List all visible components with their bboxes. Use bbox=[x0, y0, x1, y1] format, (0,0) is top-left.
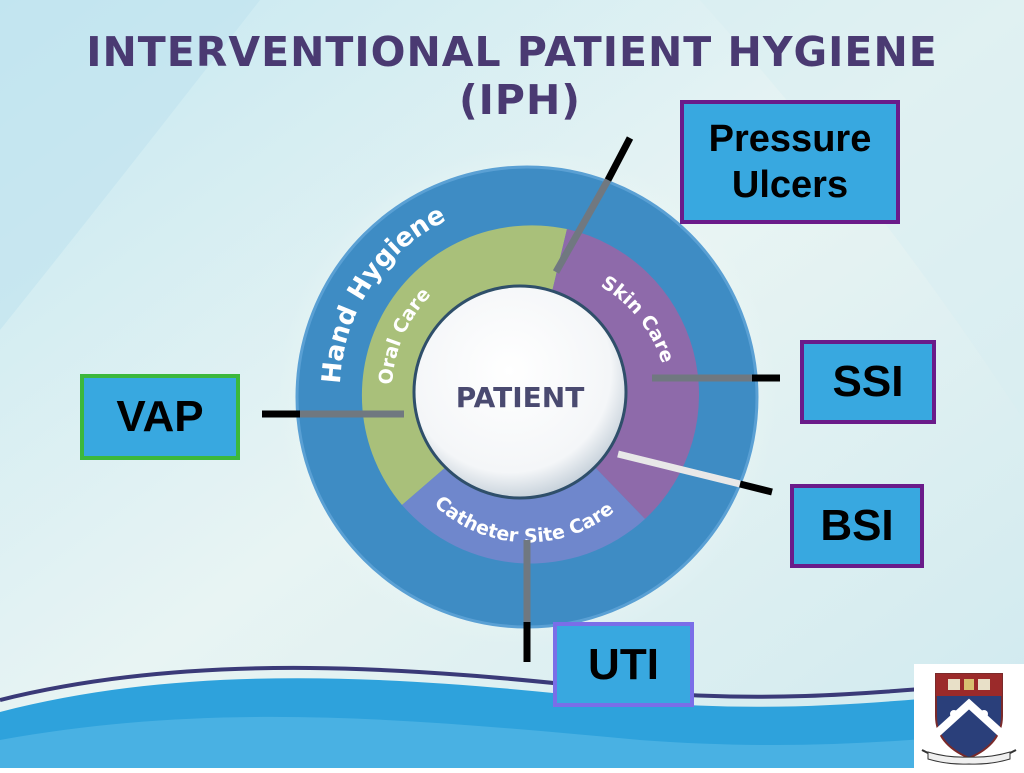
university-seal-logo bbox=[914, 664, 1024, 768]
patient-label: PATIENT bbox=[456, 381, 585, 414]
slide-title: INTERVENTIONAL PATIENT HYGIENE bbox=[86, 28, 938, 76]
pressure-ulcers-line2: Ulcers bbox=[731, 164, 849, 206]
ssi-label: SSI bbox=[832, 357, 904, 406]
bsi-label: BSI bbox=[820, 501, 894, 550]
pressure-ulcers-line1: Pressure bbox=[708, 118, 872, 160]
uti-label: UTI bbox=[588, 639, 659, 689]
connector-pressure bbox=[552, 136, 634, 274]
slide-subtitle: (IPH) bbox=[458, 76, 582, 124]
vap-box: VAP bbox=[80, 374, 240, 460]
uti-box: UTI bbox=[553, 622, 694, 707]
connector-bsi bbox=[617, 450, 773, 496]
vap-label: VAP bbox=[116, 392, 204, 441]
ssi-box: SSI bbox=[800, 340, 936, 424]
center-circle bbox=[412, 284, 628, 500]
bsi-box: BSI bbox=[790, 484, 924, 568]
pressure-ulcers-box: Pressure Ulcers bbox=[680, 100, 900, 224]
